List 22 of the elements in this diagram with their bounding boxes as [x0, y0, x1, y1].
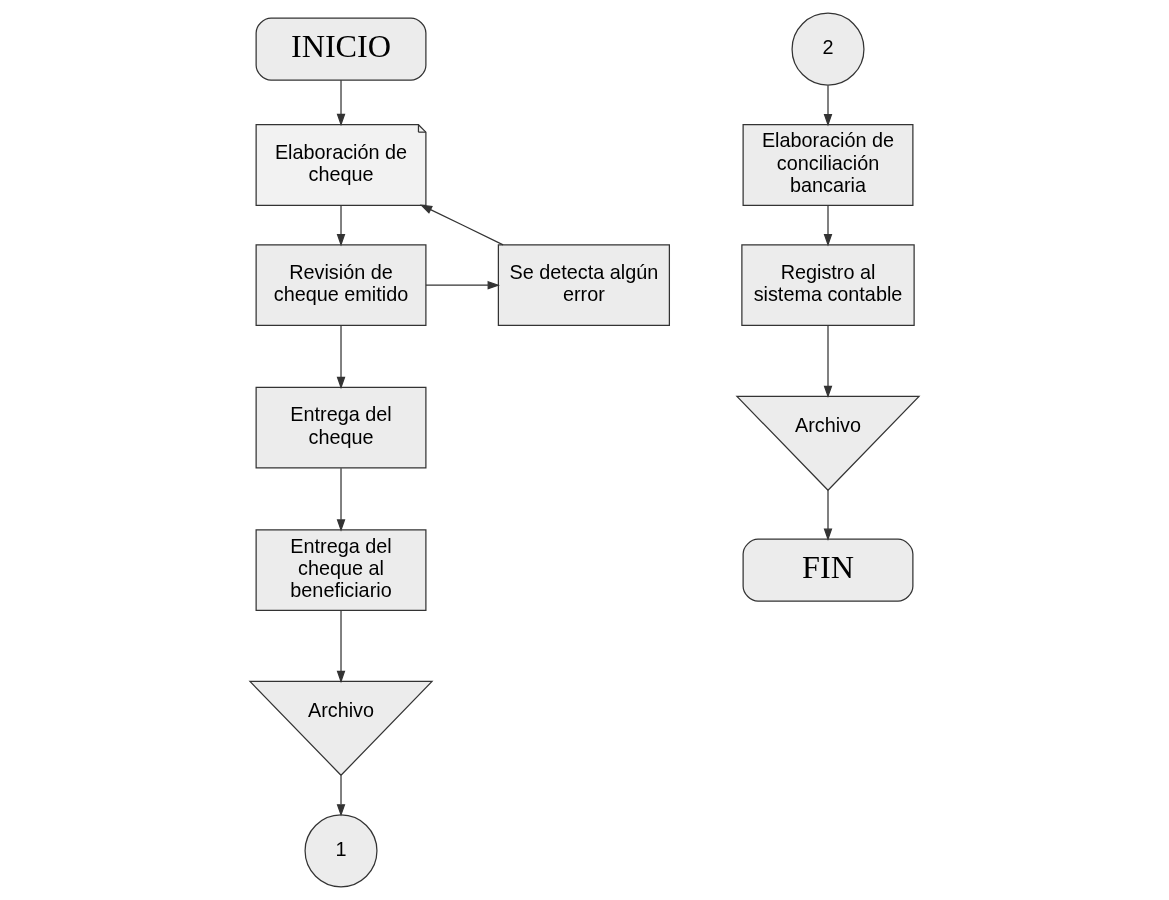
arrow [336, 774, 346, 817]
arrow [336, 204, 346, 247]
node-box: Se detecta algún error [497, 244, 670, 327]
node-box: INICIO [255, 17, 427, 81]
node-box: Revisión de cheque emitido [255, 244, 427, 327]
arrow [823, 325, 833, 399]
arrow [336, 610, 346, 684]
arrow [419, 204, 504, 246]
node-circle: 1 [304, 814, 378, 888]
arrow [823, 204, 833, 247]
arrow [336, 467, 346, 532]
node-box: Registro al sistema contable [741, 244, 915, 327]
arrow [823, 489, 833, 541]
node-box: FIN [742, 538, 914, 602]
node-box: Elaboración de conciliación bancaria [742, 124, 914, 206]
arrow [823, 85, 833, 127]
node-circle: 2 [791, 12, 865, 86]
arrow [425, 280, 500, 290]
node-box: Entrega del cheque al beneficiario [255, 529, 427, 612]
arrow [336, 79, 346, 127]
node-box: Entrega del cheque [255, 386, 427, 469]
arrow [336, 325, 346, 390]
